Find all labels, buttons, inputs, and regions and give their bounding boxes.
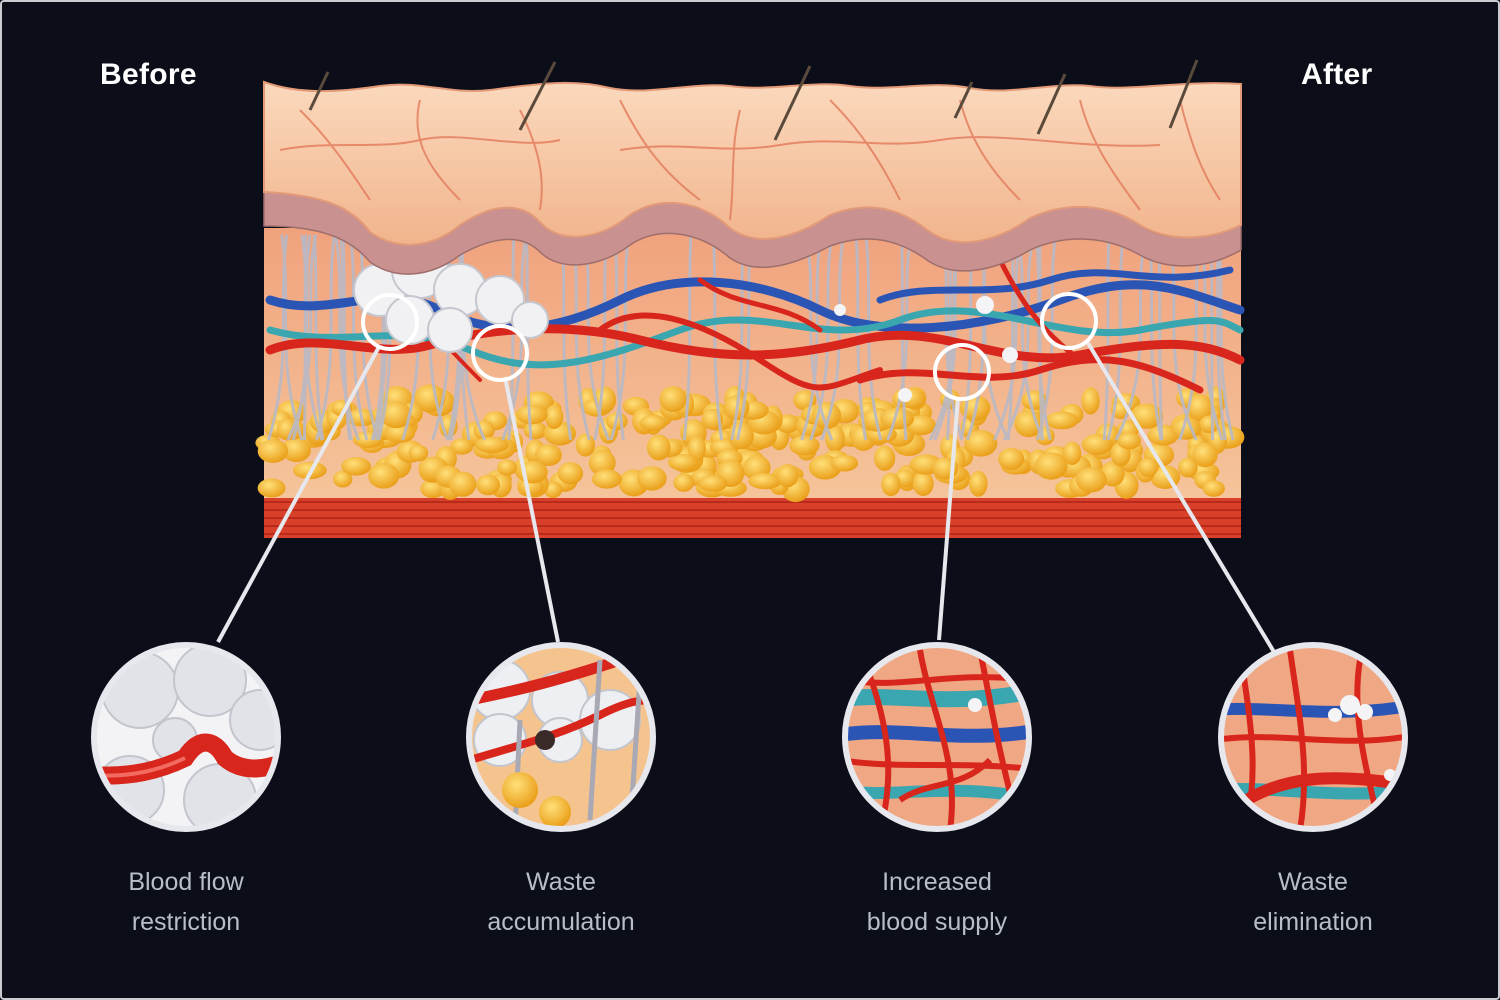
fat-cell: [449, 471, 477, 497]
after-heading: After: [1301, 58, 1373, 91]
indicator-increased-blood-supply: [933, 343, 991, 401]
caption-line: Waste: [1278, 868, 1348, 896]
indicator-waste-accumulation: [471, 324, 529, 382]
fat-cell: [639, 414, 667, 431]
fat-cell: [1075, 467, 1107, 493]
fat-cell: [1186, 394, 1213, 421]
fat-cell: [698, 475, 728, 492]
fat-cell: [1202, 480, 1225, 497]
caption-line: restriction: [131, 908, 241, 936]
fat-cell: [998, 447, 1025, 471]
fat-cell: [341, 457, 371, 476]
fat-cell: [748, 473, 782, 490]
fat-cell: [474, 436, 509, 453]
fat-cell: [874, 445, 896, 471]
fiber-strand: [339, 234, 353, 441]
caption-waste-accumulation: Waste accumulation: [441, 862, 681, 942]
caption-waste-elimination: Waste elimination: [1193, 862, 1433, 942]
hairs: [308, 59, 1199, 141]
fiber-strand: [864, 234, 883, 441]
fat-cell: [368, 463, 400, 489]
caption-line: Increased: [882, 868, 992, 896]
fat-cell: [912, 471, 934, 496]
fat-cell: [1045, 411, 1079, 430]
zoom-increased-blood-supply: [842, 642, 1032, 832]
fat-cell: [1147, 424, 1179, 446]
indicator-rings: [361, 292, 1098, 401]
fat-cell: [646, 434, 671, 461]
fat-cell: [668, 454, 699, 471]
zoom-blood-flow-restriction: [91, 642, 281, 832]
fat-cell: [276, 418, 298, 441]
fat-cell: [545, 404, 564, 429]
epidermis-cell-lines: [279, 99, 1221, 221]
callout-connectors: [216, 341, 1276, 654]
fat-cell: [516, 404, 548, 425]
fat-cell: [789, 435, 820, 456]
fat-cell: [1178, 457, 1198, 478]
fiber-strand: [993, 234, 1023, 441]
fat-cell: [687, 435, 707, 462]
fat-cell: [830, 454, 859, 472]
fat-cell: [257, 478, 286, 498]
zoom-waste-accumulation: [466, 642, 656, 832]
fiber-strand: [291, 234, 312, 441]
fat-cell-layer: [255, 384, 1245, 503]
fiber-strand: [1003, 234, 1036, 441]
fat-cell: [1192, 442, 1218, 468]
fat-cell: [1199, 415, 1220, 434]
fat-cell: [557, 462, 584, 485]
indicator-waste-elimination: [1040, 292, 1098, 350]
fat-cell: [969, 470, 988, 497]
waste-specks: [834, 296, 1018, 402]
fat-cell: [523, 421, 547, 440]
fat-cell: [535, 444, 562, 466]
caption-increased-blood-supply: Increased blood supply: [817, 862, 1057, 942]
caption-line: Waste: [526, 868, 596, 896]
fat-cell: [281, 437, 311, 463]
fat-cell: [673, 473, 694, 492]
before-heading: Before: [100, 58, 197, 91]
indicator-blood-flow-restriction: [361, 293, 419, 351]
fat-cell: [380, 401, 412, 429]
fiber-strand: [804, 234, 834, 441]
fat-cell: [776, 464, 799, 488]
fiber-strand: [315, 234, 336, 441]
fat-cell: [825, 424, 845, 453]
fat-cell: [1081, 387, 1100, 415]
fiber-strand: [1035, 234, 1058, 441]
caption-line: Blood flow: [128, 868, 244, 896]
fat-cell: [497, 459, 517, 476]
fiber-strand: [682, 234, 693, 441]
fat-cell: [637, 466, 667, 491]
caption-line: elimination: [1253, 908, 1373, 936]
fat-cell: [450, 438, 474, 455]
epidermis-layer: [263, 80, 1242, 246]
fat-cell: [333, 470, 353, 488]
caption-line: accumulation: [487, 908, 635, 936]
fat-cell: [964, 430, 998, 457]
fat-cell: [881, 472, 901, 497]
fat-cell: [476, 474, 500, 496]
zoom-waste-elimination: [1218, 642, 1408, 832]
fat-cell: [588, 449, 616, 476]
fat-cell: [591, 469, 622, 489]
fiber-strand: [349, 234, 369, 441]
fat-cell: [408, 444, 429, 462]
caption-blood-flow-restriction: Blood flow restriction: [66, 862, 306, 942]
fiber-strand: [609, 234, 631, 441]
fat-cell: [1117, 432, 1141, 450]
fat-cell: [575, 433, 596, 457]
fat-cell: [1063, 441, 1082, 465]
fiber-strand: [312, 234, 325, 441]
fat-cell: [257, 439, 289, 463]
fat-cell: [1138, 457, 1159, 477]
fat-cell: [1034, 452, 1068, 480]
fiber-strand: [1016, 234, 1045, 441]
caption-line: blood supply: [866, 908, 1008, 936]
fiber-strand: [334, 234, 360, 441]
fat-cell: [659, 386, 687, 412]
